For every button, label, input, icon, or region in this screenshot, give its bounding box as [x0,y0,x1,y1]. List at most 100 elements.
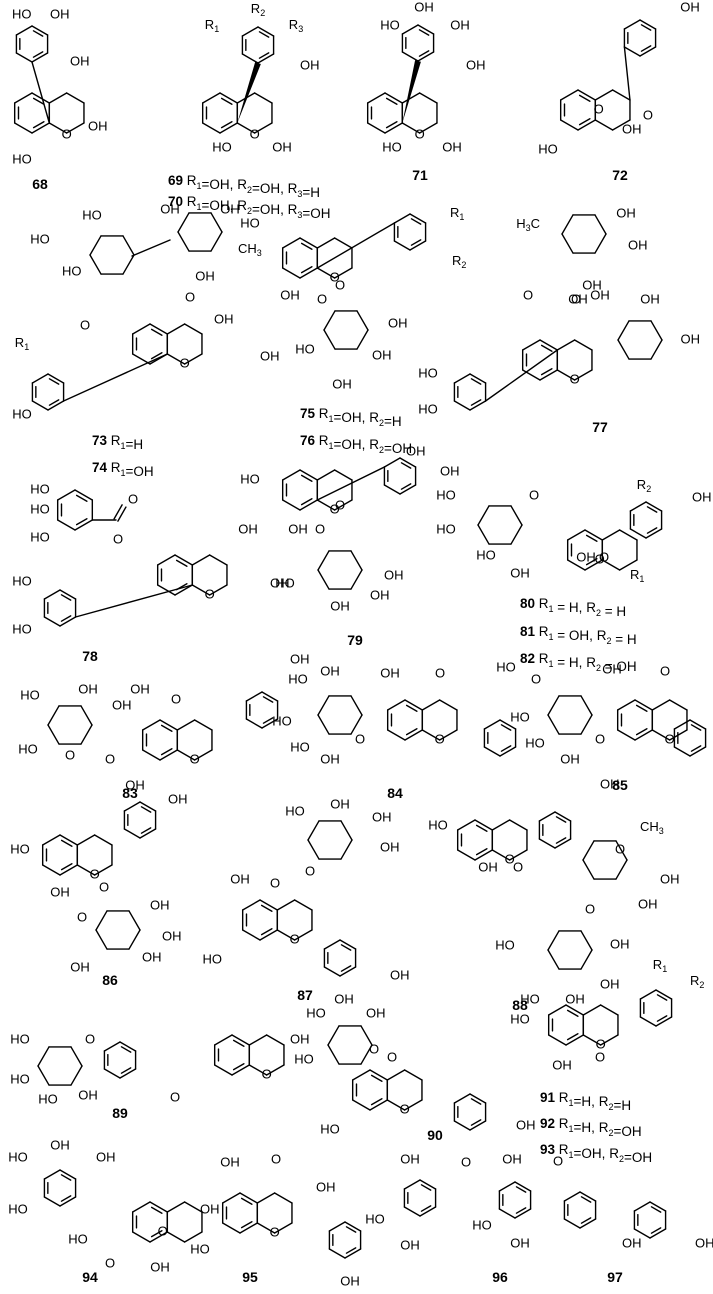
bond-664 [119,1041,137,1052]
bond-145 [47,373,65,384]
bond-338 [400,483,412,490]
bond-712 [403,1069,423,1081]
atom-o-234: O [570,371,580,386]
atom-o-505: O [665,731,675,746]
bond-781 [166,1201,186,1213]
atom-ho-312: HO [12,573,32,588]
atom-ho-487: HO [525,735,545,750]
bond-99 [577,89,597,101]
bond-496 [635,728,648,736]
bond-719 [453,1093,471,1104]
compound-number-90: 90 [427,1127,443,1143]
bond-185 [300,242,313,250]
bond-424 [193,719,213,731]
bond-550 [95,929,108,950]
bond-578 [293,929,313,941]
atom-ho-278: HO [30,481,50,496]
compound-number-94: 94 [82,1269,98,1285]
atom-oh-841: OH [622,1235,642,1250]
bond-836 [579,1191,597,1202]
bond-359 [566,559,586,571]
atom-ho-445: HO [288,671,308,686]
bond-162 [177,212,190,233]
bond-241 [470,399,482,406]
atom-o-613: O [505,851,515,866]
bond-475 [500,745,512,752]
atom-oh-506: OH [602,661,622,676]
bond-316 [299,499,319,511]
atom-oh-398: OH [510,565,530,580]
bond-303 [43,616,61,627]
bond-371 [618,529,638,541]
bond-459 [405,704,418,712]
atom-ho-484: HO [496,659,516,674]
bond-187 [316,267,336,279]
atom-oh-566: OH [372,809,392,824]
atom-ho-486: HO [510,709,530,724]
bond-50 [241,26,259,37]
atom-ho-246: HO [418,401,438,416]
bond-530 [93,834,113,846]
compound-82-substituents: 82 R1 = H, R2 = OH [520,651,637,674]
bond-727 [547,1034,567,1046]
atom-o-426: O [190,751,200,766]
atom-oh-91: OH [450,17,470,32]
bond-10 [48,122,68,134]
bond-219 [539,369,559,381]
bond-9 [65,122,85,134]
compound-75-substituents: 75 R1=OH, R2=H [300,406,402,429]
atom-oh-427: OH [130,681,150,696]
compound-number-77: 77 [592,419,608,435]
bond-679 [248,1064,268,1076]
bond-622 [555,816,567,823]
atom-ho-29: HO [12,151,32,166]
bond-537 [139,801,157,812]
bond-511 [673,719,691,730]
bond-208 [323,310,336,331]
atom-oh-216: OH [388,315,408,330]
bond-275 [75,518,88,526]
bond-675 [232,1063,245,1071]
atom-o-346: O [315,521,325,536]
bond-116 [639,19,657,30]
bond-35 [219,92,239,104]
atom-o-656: O [85,1031,95,1046]
bond-589 [323,966,341,977]
bond-388 [510,524,523,545]
bond-34 [201,92,221,104]
bond-832 [579,1218,597,1229]
bond-82 [401,24,419,35]
bond-239 [469,373,487,384]
atom-o-166: O [185,289,195,304]
atom-oh-830: OH [400,1237,420,1252]
bond-341 [316,466,386,501]
bond-527 [76,864,96,876]
bond-560 [307,839,320,860]
bond-252 [594,214,607,235]
bond-454 [386,699,406,711]
atom-ho-408: HO [18,741,38,756]
atom-ho-587: HO [203,951,223,966]
bond-223 [539,339,559,351]
bond-236 [453,400,471,411]
atom-oh-62: OH [272,139,292,154]
bond-308 [60,615,72,622]
bond-115 [623,19,641,30]
bond-142 [31,400,49,411]
bond-819 [419,1206,437,1217]
atom-o-395: O [529,487,539,502]
bond-205 [356,329,369,350]
atom-r1-151: R1 [15,335,29,352]
bond-759 [43,1169,61,1180]
bond-529 [76,834,96,846]
atom-o-485: O [531,671,541,686]
atom-o-213: O [317,291,327,306]
bond-325 [333,499,353,511]
atom-oh-27: OH [50,6,70,21]
atom-ho-753: HO [510,1011,530,1026]
bond-8 [32,97,45,105]
bond-138 [183,323,203,335]
atom-oh-725: OH [516,1117,536,1132]
atom-r1-751: R1 [653,957,667,974]
